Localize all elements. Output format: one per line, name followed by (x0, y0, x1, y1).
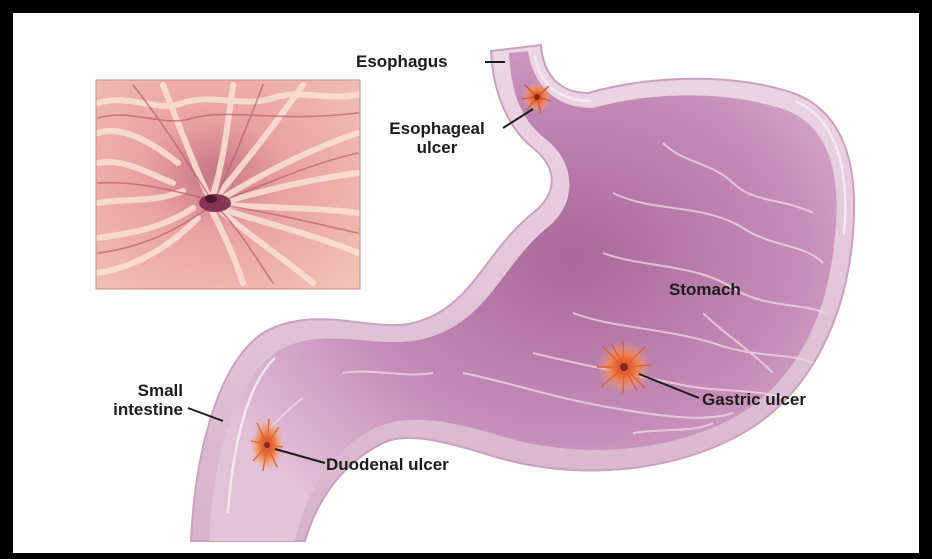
label-duodenal-ulcer: Duodenal ulcer (326, 455, 449, 474)
label-small-intestine-line1: Small (73, 381, 183, 400)
label-gastric-ulcer: Gastric ulcer (702, 390, 806, 409)
mucosa-closeup-inset (96, 80, 363, 289)
duodenal-ulcer-mark (250, 419, 284, 471)
diagram-frame: Esophagus Esophageal ulcer Stomach Small… (13, 13, 919, 553)
label-small-intestine: Small intestine (73, 381, 183, 419)
label-stomach: Stomach (669, 280, 741, 299)
digestive-tract-illustration (13, 13, 919, 553)
label-small-intestine-line2: intestine (73, 400, 183, 419)
label-esophageal-ulcer-line1: Esophageal (372, 119, 502, 138)
label-esophagus: Esophagus (356, 52, 448, 71)
label-esophageal-ulcer-line2: ulcer (372, 138, 502, 157)
label-esophageal-ulcer: Esophageal ulcer (372, 119, 502, 157)
